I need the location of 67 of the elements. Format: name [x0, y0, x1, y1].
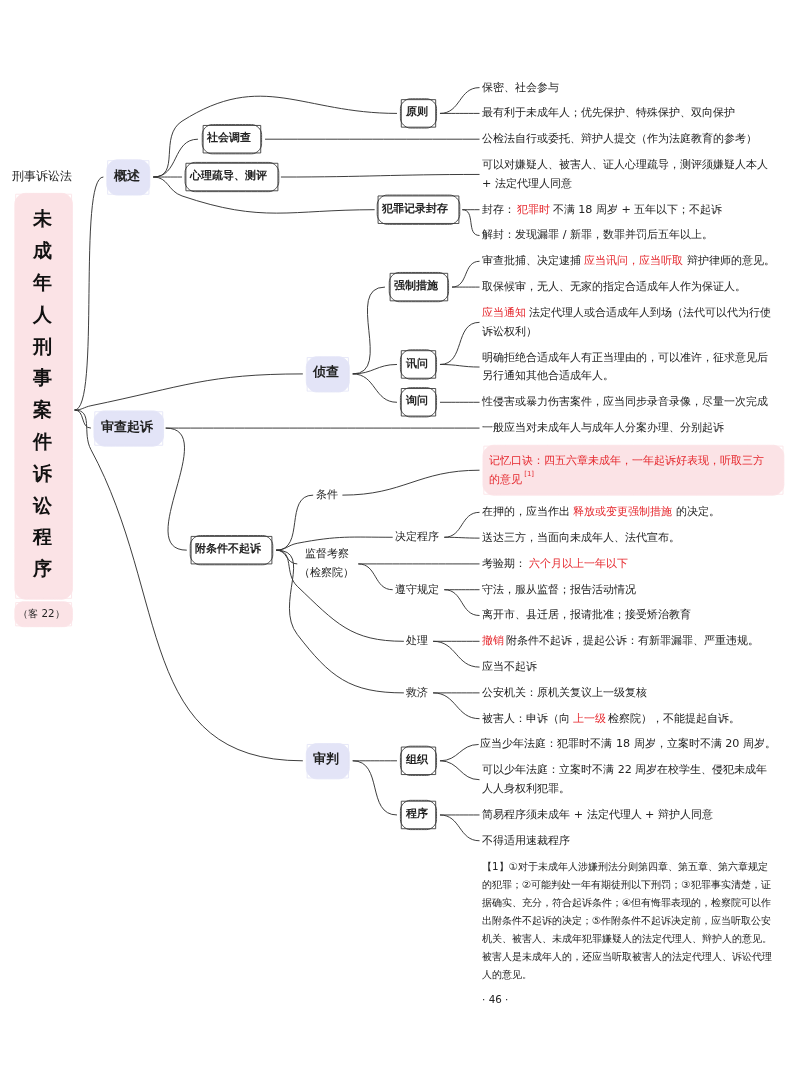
node-text: 守法，服从监督；报告活动情况 — [482, 582, 637, 596]
connector — [439, 401, 480, 403]
node-text: 处理 — [406, 633, 429, 647]
connector — [341, 469, 480, 496]
node-text: 在押的，应当作出释放或变更强制措施的决定。 — [482, 504, 720, 518]
connector — [439, 112, 480, 114]
connector — [439, 86, 480, 114]
node-text: 不得适用速裁程序 — [482, 833, 571, 847]
connector — [152, 95, 398, 177]
connector — [152, 176, 376, 214]
label: · 46 · — [482, 992, 509, 1005]
node-text: 监督考察（检察院） — [299, 546, 355, 579]
node-text: 简易程序须未成年 + 法定代理人 + 辩护人同意 — [482, 807, 713, 821]
connector — [432, 691, 480, 719]
node-text: 性侵害或暴力伤害案件，应当同步录音录像，尽量一次完成 — [482, 394, 769, 408]
node-text: 一般应当对未成年人与成年人分案办理、分别起诉 — [482, 420, 725, 434]
node-text: 被害人：申诉（向上一级检察院），不能提起自诉。 — [482, 711, 741, 725]
node-text: 可以对嫌疑人、被害人、证人心理疏导，测评须嫌疑人本人 + 法定代理人同意 — [482, 157, 769, 190]
node-text: 应当不起诉 — [482, 659, 538, 673]
connector — [275, 549, 405, 693]
node-label: （客 22） — [18, 606, 65, 619]
node-text: 决定程序 — [395, 529, 440, 543]
connector — [451, 286, 480, 288]
connector — [152, 138, 199, 177]
connector — [439, 814, 480, 841]
connector — [74, 409, 304, 761]
connector — [443, 588, 480, 616]
node-text: 撤销附条件不起诉，提起公诉：有新罪漏罪、严重违规。 — [482, 633, 760, 647]
node-text: 可以少年法庭：立案时不满 22 周岁在校学生、侵犯未成年人人身权利犯罪。 — [482, 762, 768, 795]
connector — [439, 759, 480, 780]
node-text: 审查批捕、决定逮捕应当讯问，应当听取辩护律师的意见。 — [482, 253, 775, 267]
node-text: 解封：发现漏罪 / 新罪，数罪并罚后五年以上。 — [482, 227, 713, 241]
node-text: 公检法自行或委托、辩护人提交（作为法庭教育的参考） — [482, 131, 758, 145]
node-text: 遵守规定 — [395, 582, 440, 596]
connector — [165, 427, 480, 429]
label: 刑事诉讼法 — [12, 168, 73, 183]
connector — [74, 176, 104, 410]
connector — [443, 511, 480, 538]
node-text: 公安机关：原机关复议上一级复核 — [482, 685, 648, 699]
node-text: 考验期：六个月以上一年以下 — [482, 556, 628, 570]
node-text: 封存：犯罪时不满 18 周岁 + 五年以下；不起诉 — [482, 202, 723, 216]
connector — [352, 759, 398, 815]
connector — [451, 260, 480, 288]
label: 【1】①对于未成年人涉嫌刑法分则第四章、第五章、第六章规定的犯罪；②可能判处一年有期徒刑以下刑罚；③犯罪事实清楚，证据确实、充分，符合起诉条件；④但有悔罪表现的，检察院可以作出附条件不起诉的决定；⑤作附条件不起诉决定前，应当听取公安机关、被害人、未成年犯罪嫌疑人的法定代理人、辩护人的意见。被害人是未成年人的，还应当听取被害人的法定代理人、诉讼代理人的意见。 — [482, 859, 773, 980]
node-text: 送达三方，当面向未成年人、法代宣布。 — [482, 530, 681, 544]
node-text: 保密、社会参与 — [482, 80, 560, 94]
connector — [357, 562, 394, 590]
node-text: 条件 — [315, 487, 338, 501]
connector — [461, 208, 480, 236]
connector — [74, 372, 304, 410]
connector — [152, 176, 183, 177]
connector — [165, 427, 188, 551]
node-text: 最有利于未成年人；优先保护、特殊保护、双向保护 — [482, 105, 736, 119]
connector — [443, 536, 480, 539]
node-text: 离开市、县迁居，报请批准；接受矫治教育 — [482, 607, 692, 621]
node-text: 明确拒绝合适成年人有正当理由的，可以准许，征求意见后另行通知其他合适成年人。 — [482, 350, 769, 382]
connector — [352, 372, 398, 403]
connector — [280, 173, 480, 177]
connector — [275, 536, 394, 551]
connector — [439, 321, 480, 365]
connector — [439, 363, 480, 367]
node-text: 应当通知法定代理人或合适成年人到场（法代可以代为行使诉讼权利） — [482, 305, 771, 338]
node-text: 救济 — [406, 685, 429, 699]
connector — [432, 640, 480, 668]
connector — [264, 138, 480, 140]
node-text: 取保候审，无人、无家的指定合适成年人作为保证人。 — [482, 279, 747, 293]
node-text: 应当少年法庭：犯罪时不满 18 周岁，立案时不满 20 周岁。 — [480, 736, 776, 750]
